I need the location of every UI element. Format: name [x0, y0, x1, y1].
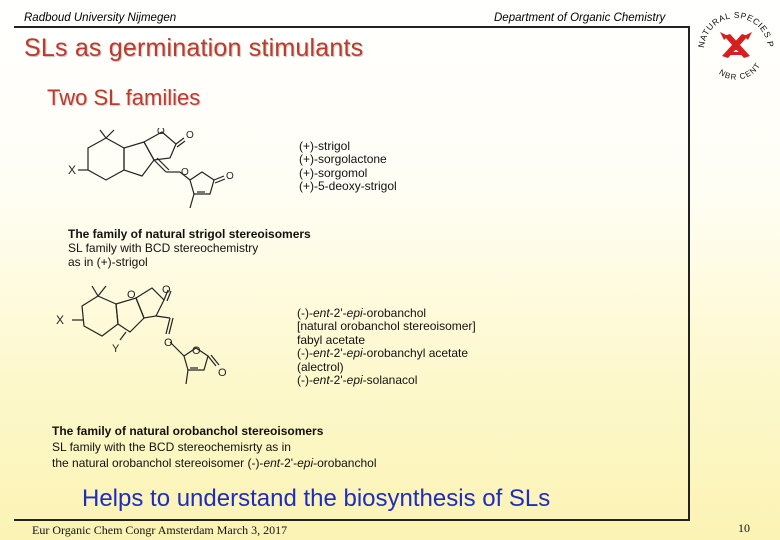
orobanchol-label-x: X [56, 313, 64, 327]
orobanchol-label-o2: O [162, 284, 171, 296]
strigol-compound: (+)-sorgolactone [299, 152, 387, 167]
strigol-compound: (+)-5-deoxy-strigol [299, 179, 397, 194]
orobanchol-label-y: Y [112, 343, 120, 355]
footer-text: Eur Organic Chem Congr Amsterdam March 3… [32, 523, 288, 537]
orobanchol-family-desc-1: SL family with the BCD stereochemisrty a… [52, 440, 291, 454]
orobanchol-label-o3: O [164, 337, 173, 349]
header-university: Radboud University Nijmegen [24, 12, 177, 24]
page-number: 10 [738, 521, 750, 535]
orobanchol-compound: (-)-ent-2'-epi-orobanchol [297, 306, 427, 320]
crossed-arrows-emblem-icon [720, 32, 752, 58]
strigol-label-o4: O [226, 171, 234, 182]
orobanchol-family-desc-2: the natural orobanchol stereoisomer (-)-… [52, 456, 377, 470]
strigol-label-o2: O [186, 130, 194, 141]
header-department: Department of Organic Chemistry [494, 12, 666, 24]
slide-subtitle: Two SL families [47, 85, 201, 110]
strigol-compound: (+)-strigol [299, 139, 351, 153]
slide-title: SLs as germination stimulants [24, 34, 364, 62]
strigol-family-desc-1: SL family with BCD stereochemistry [68, 241, 259, 255]
orobanchol-compound: (-)-ent-2'-epi-orobanchyl acetate [297, 346, 469, 361]
strigol-label-o3: O [181, 167, 189, 178]
strigol-label-o1: O [157, 128, 165, 137]
orobanchol-label-o1: O [127, 289, 136, 301]
strigol-structure: X O O O O [68, 128, 234, 209]
strigol-label-x: X [68, 163, 76, 177]
orobanchol-family-title: The family of natural orobanchol stereoi… [52, 424, 324, 438]
orobanchol-label-o4: O [192, 345, 201, 357]
orobanchol-label-o5: O [218, 367, 227, 379]
right-rule [688, 26, 690, 520]
top-rule [14, 26, 688, 28]
orobanchol-compound-list: (-)-ent-2'-epi-orobanchol [natural oroba… [297, 306, 476, 388]
orobanchol-compound: fabyl acetate [297, 332, 366, 347]
conclusion-text: Helps to understand the biosynthesis of … [82, 485, 551, 512]
orobanchol-compound: (alectrol) [297, 359, 344, 374]
nbr-center-logo: NATURAL SPECIES PATHOGENIC NBR CENTER [694, 2, 775, 82]
orobanchol-compound: (-)-ent-2'-epi-solanacol [297, 373, 418, 388]
orobanchol-structure: X Y O O O O O [56, 284, 227, 385]
orobanchol-compound: [natural orobanchol stereoisomer] [297, 319, 476, 334]
strigol-family-title: The family of natural strigol stereoisom… [68, 227, 311, 241]
strigol-compound-list: (+)-strigol (+)-sorgolactone (+)-sorgomo… [299, 139, 397, 194]
strigol-family-desc-2: as in (+)-strigol [68, 255, 148, 269]
strigol-compound: (+)-sorgomol [299, 165, 368, 180]
bottom-rule [14, 519, 690, 521]
